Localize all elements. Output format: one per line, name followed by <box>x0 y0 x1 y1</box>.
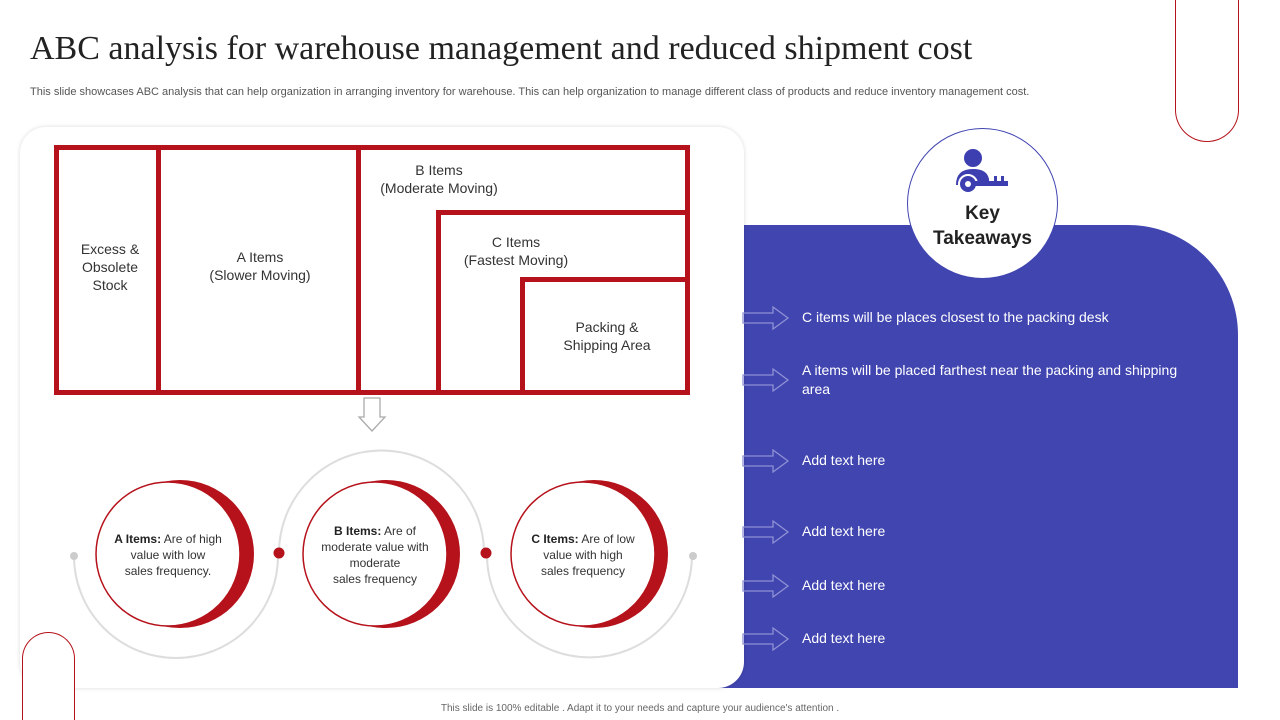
classes-flow-graphic <box>70 397 697 659</box>
arrow-right-icon <box>742 627 790 651</box>
decorative-arch-bottom <box>22 632 75 720</box>
arrow-right-icon <box>742 574 790 598</box>
takeaway-item: Add text here <box>802 630 886 646</box>
connector-dot <box>273 547 285 559</box>
takeaway-item: Add text here <box>802 523 886 539</box>
page-title: ABC analysis for warehouse management an… <box>30 30 973 67</box>
key-takeaways-badge <box>907 128 1058 279</box>
arrow-right-icon <box>742 449 790 473</box>
label-excess-stock: Excess & Obsolete Stock <box>80 241 140 293</box>
arrow-right-icon <box>742 306 790 330</box>
page-subtitle: This slide showcases ABC analysis that c… <box>30 86 1030 98</box>
takeaway-item: A items will be placed farthest near the… <box>802 362 1178 397</box>
takeaways-panel <box>700 225 1238 688</box>
takeaway-item: C items will be places closest to the pa… <box>802 309 1109 325</box>
person-key-icon <box>956 149 1008 194</box>
connector-dot <box>480 547 492 559</box>
label-c-items: C Items (Fastest Moving) <box>463 234 569 268</box>
label-b-items: B Items (Moderate Moving) <box>380 162 498 196</box>
connector-arc-c <box>486 554 693 659</box>
footer-note: This slide is 100% editable . Adapt it t… <box>440 703 840 714</box>
connector-dot <box>689 552 697 560</box>
connector-arc-a <box>73 555 279 659</box>
circle-c <box>510 481 656 627</box>
arrow-right-icon <box>742 520 790 544</box>
takeaway-item: Add text here <box>802 577 886 593</box>
decorative-arch-top <box>1175 0 1239 142</box>
class-b-description: B Items: Are of moderate value with mode… <box>321 524 429 586</box>
key-takeaways-title: Key Takeaways <box>933 203 1032 249</box>
connector-arc-b <box>278 449 485 554</box>
arrow-right-icon <box>742 368 790 392</box>
class-c-description: C Items: Are of low value with high sale… <box>531 532 635 578</box>
class-a-description: A Items: Are of high value with low sale… <box>114 532 222 578</box>
arrow-down-icon <box>357 397 387 432</box>
connector-dot <box>70 552 78 560</box>
takeaway-item: Add text here <box>802 452 886 468</box>
circle-b <box>302 481 448 627</box>
label-packing-area: Packing & Shipping Area <box>563 319 651 353</box>
box-excess-stock <box>54 145 161 395</box>
box-packing-area <box>520 277 690 395</box>
box-a-items <box>156 145 362 395</box>
circle-a <box>95 481 241 627</box>
label-a-items: A Items (Slower Moving) <box>209 249 311 283</box>
